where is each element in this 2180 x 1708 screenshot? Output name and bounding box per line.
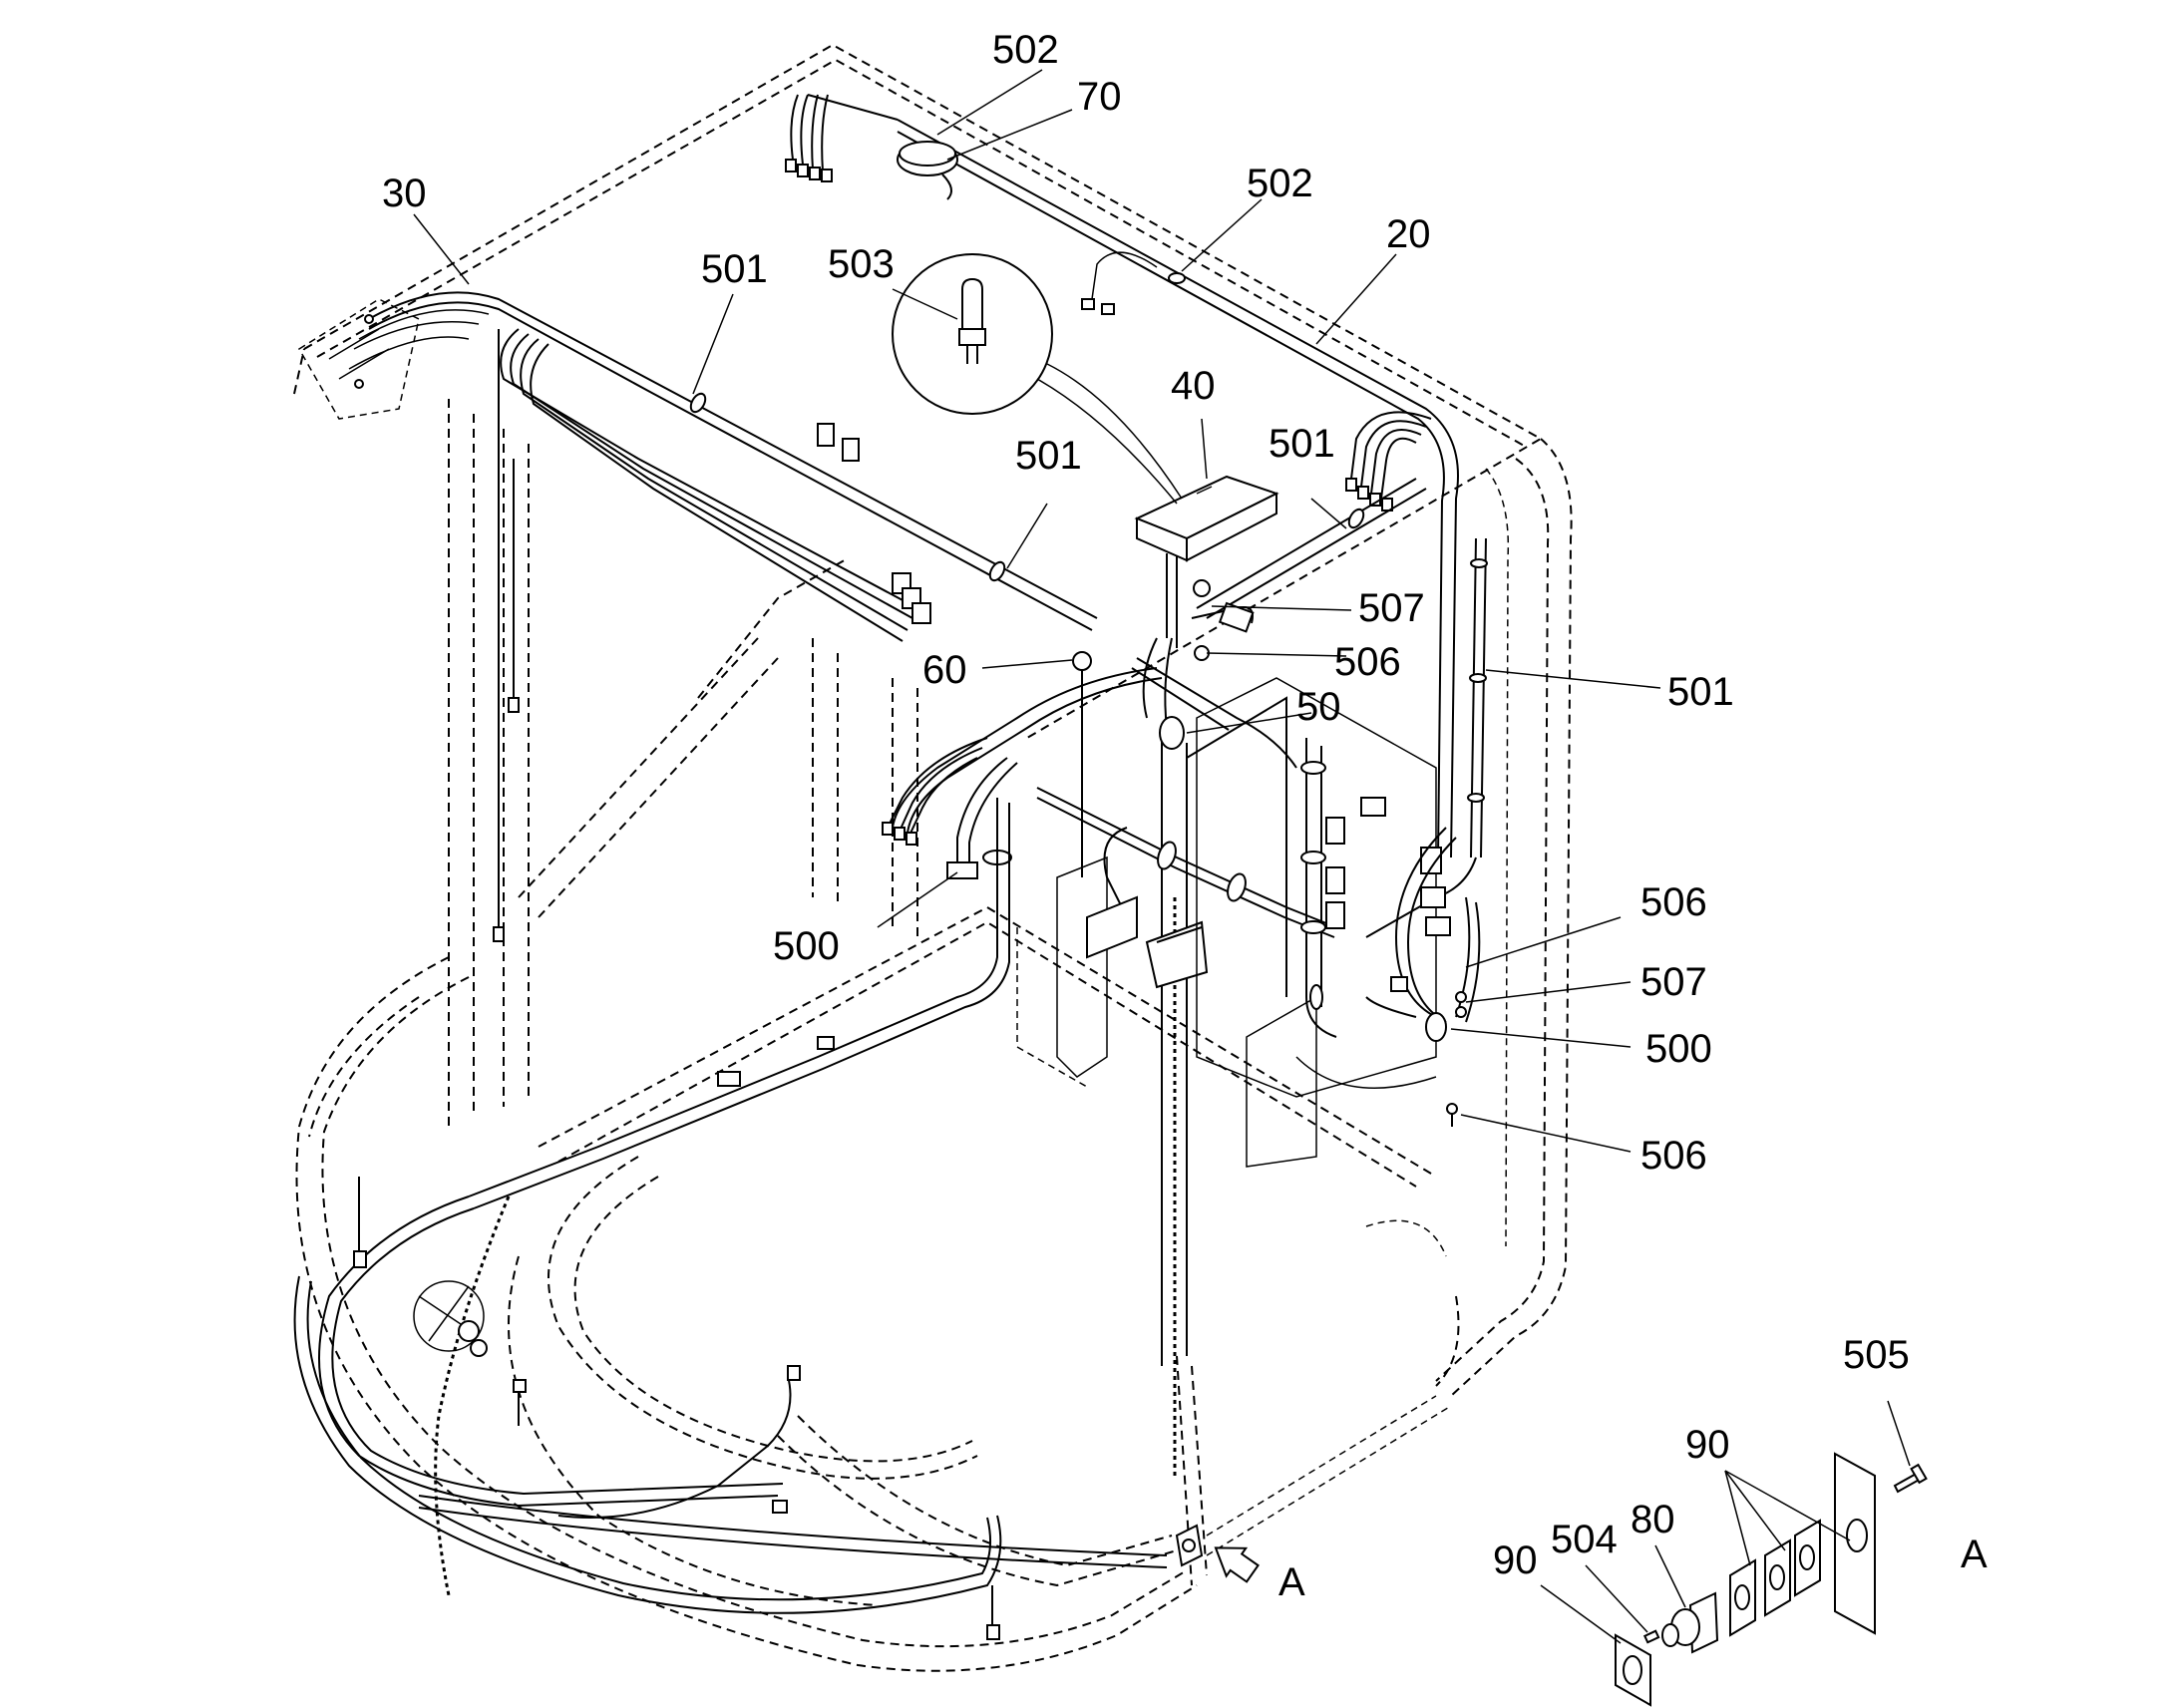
label-20: 20 xyxy=(1386,212,1431,256)
left-pillar-harness xyxy=(493,329,520,942)
label-a-arrow: A xyxy=(1278,1560,1305,1604)
connector-block xyxy=(817,423,835,447)
right-vertical-harness xyxy=(1365,537,1488,938)
front-base-harness xyxy=(293,1177,1168,1640)
upper-left-connector-cluster xyxy=(785,94,899,182)
label-501-right: 501 xyxy=(1667,670,1734,714)
label-90-upper: 90 xyxy=(1685,1423,1730,1467)
top-right-connector-cluster xyxy=(1196,411,1432,619)
label-504: 504 xyxy=(1551,1518,1618,1561)
label-507-top: 507 xyxy=(1358,586,1425,630)
label-80: 80 xyxy=(1631,1498,1675,1541)
label-500-left: 500 xyxy=(773,924,840,968)
wire-harness-30 xyxy=(297,291,1098,642)
label-40: 40 xyxy=(1171,364,1216,408)
exploded-detail-a xyxy=(1615,1452,1928,1707)
label-50: 50 xyxy=(1296,685,1341,729)
label-501-a: 501 xyxy=(701,247,768,291)
label-506-top: 506 xyxy=(1334,640,1401,684)
clamp-marker xyxy=(1168,272,1186,284)
reference-numerals: 502 70 502 20 30 501 503 40 501 501 507 … xyxy=(382,28,1988,1604)
label-505: 505 xyxy=(1843,1333,1910,1377)
center-to-right-harness xyxy=(1036,787,1337,989)
label-502-right: 502 xyxy=(1247,162,1313,205)
label-503: 503 xyxy=(828,242,895,286)
label-500-right: 500 xyxy=(1645,1027,1712,1071)
label-70: 70 xyxy=(1077,75,1122,119)
label-501-b: 501 xyxy=(1015,434,1082,478)
wire-harness-20 xyxy=(897,119,1459,858)
label-90-lower: 90 xyxy=(1493,1538,1538,1582)
connector-block xyxy=(842,438,860,462)
central-junction xyxy=(1131,579,1297,769)
cabinet-housing-outline xyxy=(293,43,1573,1672)
arrow-a-icon xyxy=(1214,1546,1260,1583)
port-a-on-base xyxy=(1175,1524,1260,1583)
label-a-detail: A xyxy=(1961,1533,1988,1576)
label-507-mid: 507 xyxy=(1640,960,1707,1004)
component-40-control-box xyxy=(1134,475,1279,648)
right-panel-components xyxy=(1196,677,1481,1127)
label-502-top: 502 xyxy=(992,28,1059,72)
callout-503-bulb-detail xyxy=(892,253,1183,505)
label-30: 30 xyxy=(382,171,427,215)
grommet-50 xyxy=(1159,716,1185,750)
label-leaders xyxy=(413,69,1911,1644)
center-support-column xyxy=(1056,696,1317,1476)
label-60: 60 xyxy=(922,648,967,692)
label-501-c: 501 xyxy=(1269,422,1335,466)
label-506-bottom: 506 xyxy=(1640,1134,1707,1178)
component-70-round-device xyxy=(897,141,958,200)
harness-60-region xyxy=(468,651,1163,1209)
label-506-mid: 506 xyxy=(1640,880,1707,924)
